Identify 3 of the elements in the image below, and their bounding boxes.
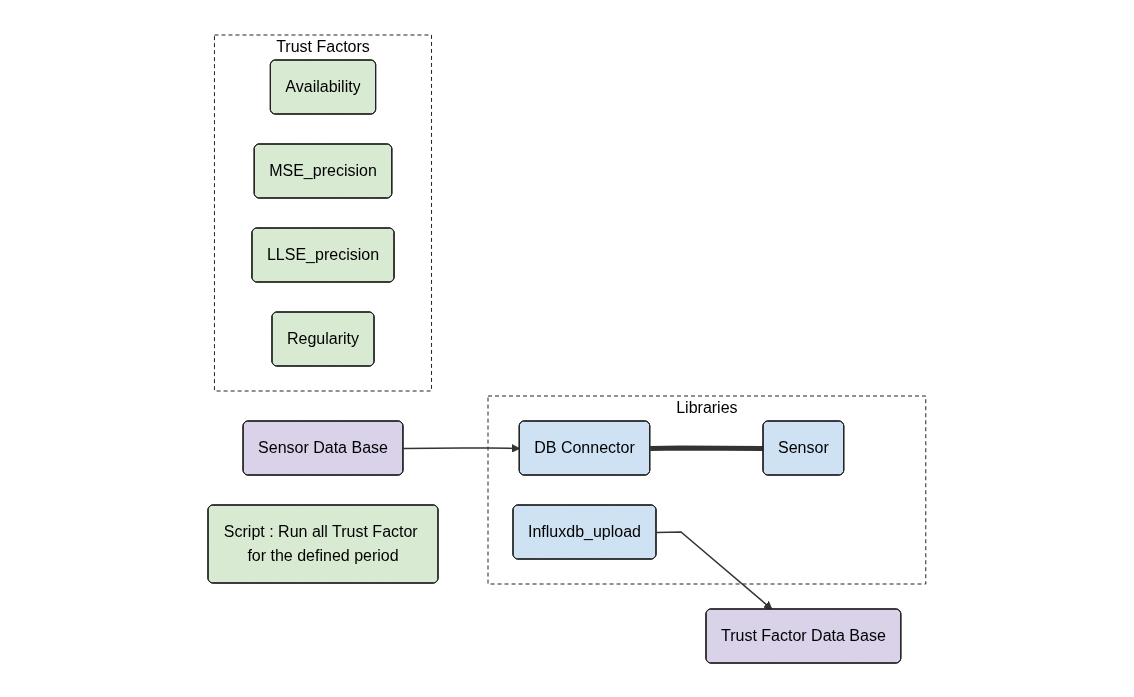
connector bbox=[650, 445, 764, 451]
arrow bbox=[655, 530, 773, 610]
arrow bbox=[402, 443, 521, 453]
